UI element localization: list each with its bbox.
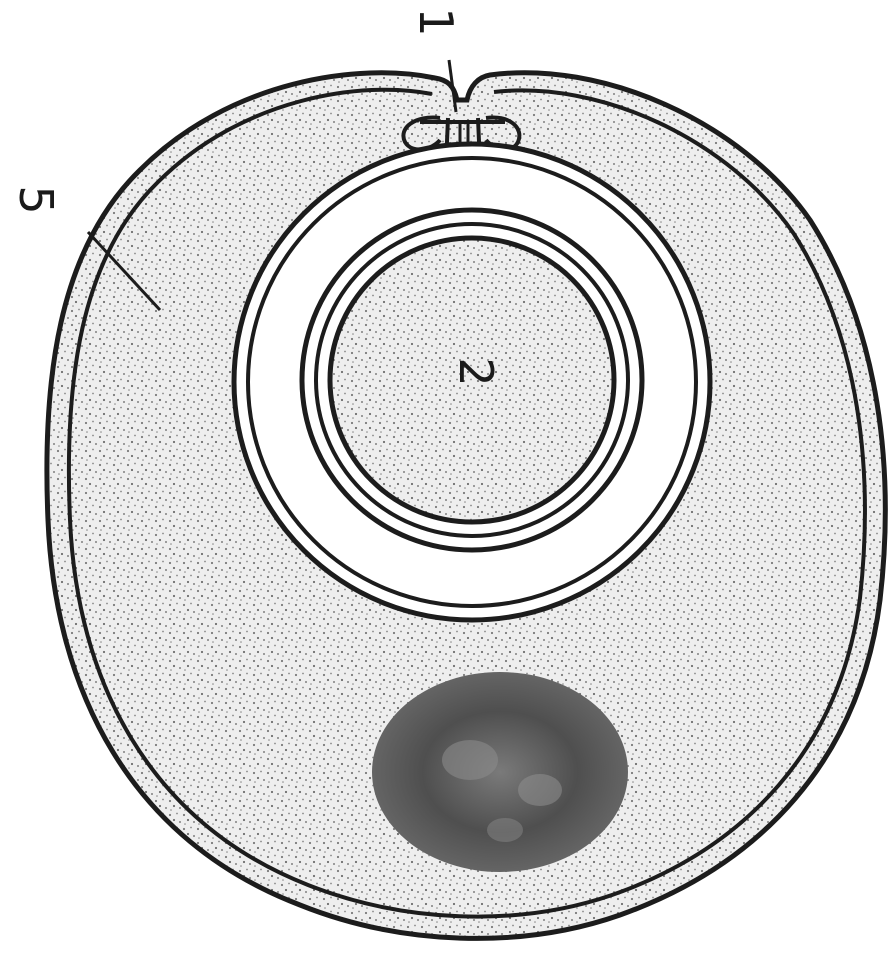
nucleus-light-patch-3 <box>487 818 523 842</box>
nucleus-body <box>372 672 628 872</box>
nucleus-light-patch-2 <box>518 774 562 806</box>
nucleus-light-patch-1 <box>442 740 498 780</box>
label-5: 5 <box>9 185 63 214</box>
nucleus <box>372 672 628 872</box>
label-1: 1 <box>409 7 463 36</box>
label-2: 2 <box>449 357 503 386</box>
